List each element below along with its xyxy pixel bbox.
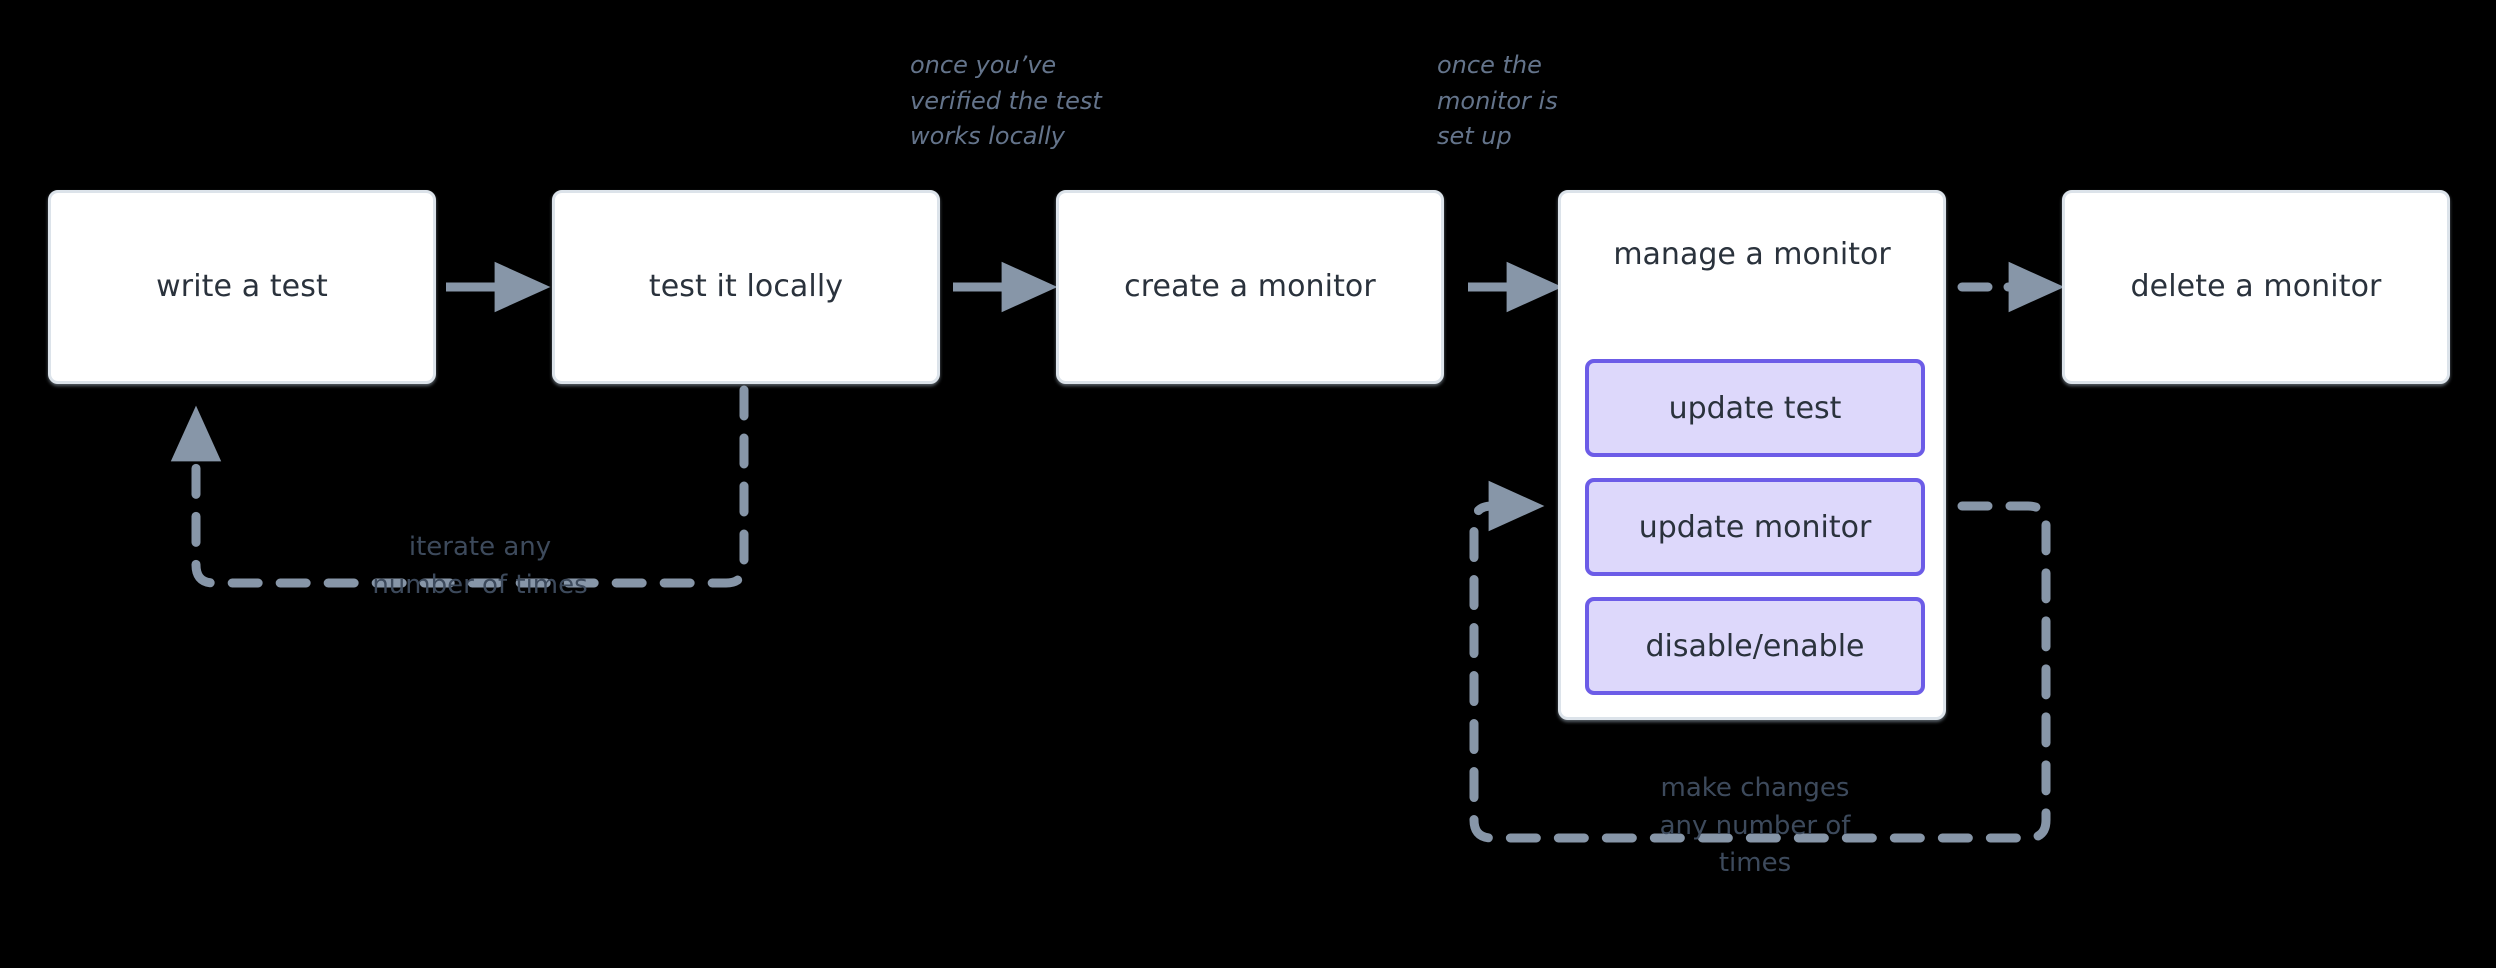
- subnode-disable-enable-label: disable/enable: [1645, 628, 1865, 664]
- edge-note-setup: once the monitor is set up: [1437, 51, 1558, 151]
- subnode-disable-enable[interactable]: disable/enable: [1585, 597, 1925, 695]
- node-create-a-monitor-label: create a monitor: [1124, 269, 1376, 304]
- node-write-a-test[interactable]: write a test: [48, 190, 436, 384]
- loop-label-iterate: iterate any number of times: [372, 532, 588, 600]
- node-delete-a-monitor-label: delete a monitor: [2130, 269, 2382, 304]
- edge-note-verified: once you’ve verified the test works loca…: [910, 51, 1102, 151]
- node-manage-a-monitor[interactable]: manage a monitor update test update moni…: [1558, 190, 1946, 720]
- node-create-a-monitor[interactable]: create a monitor: [1056, 190, 1444, 384]
- loop-label-make-changes: make changes any number of times: [1659, 773, 1851, 879]
- node-write-a-test-label: write a test: [156, 269, 328, 304]
- node-delete-a-monitor[interactable]: delete a monitor: [2062, 190, 2450, 384]
- node-test-it-locally-label: test it locally: [648, 269, 844, 304]
- subnode-update-test[interactable]: update test: [1585, 359, 1925, 457]
- node-manage-a-monitor-label: manage a monitor: [1613, 237, 1891, 272]
- node-test-it-locally[interactable]: test it locally: [552, 190, 940, 384]
- subnode-update-monitor[interactable]: update monitor: [1585, 478, 1925, 576]
- subnode-update-monitor-label: update monitor: [1638, 509, 1872, 545]
- subnode-update-test-label: update test: [1668, 390, 1842, 426]
